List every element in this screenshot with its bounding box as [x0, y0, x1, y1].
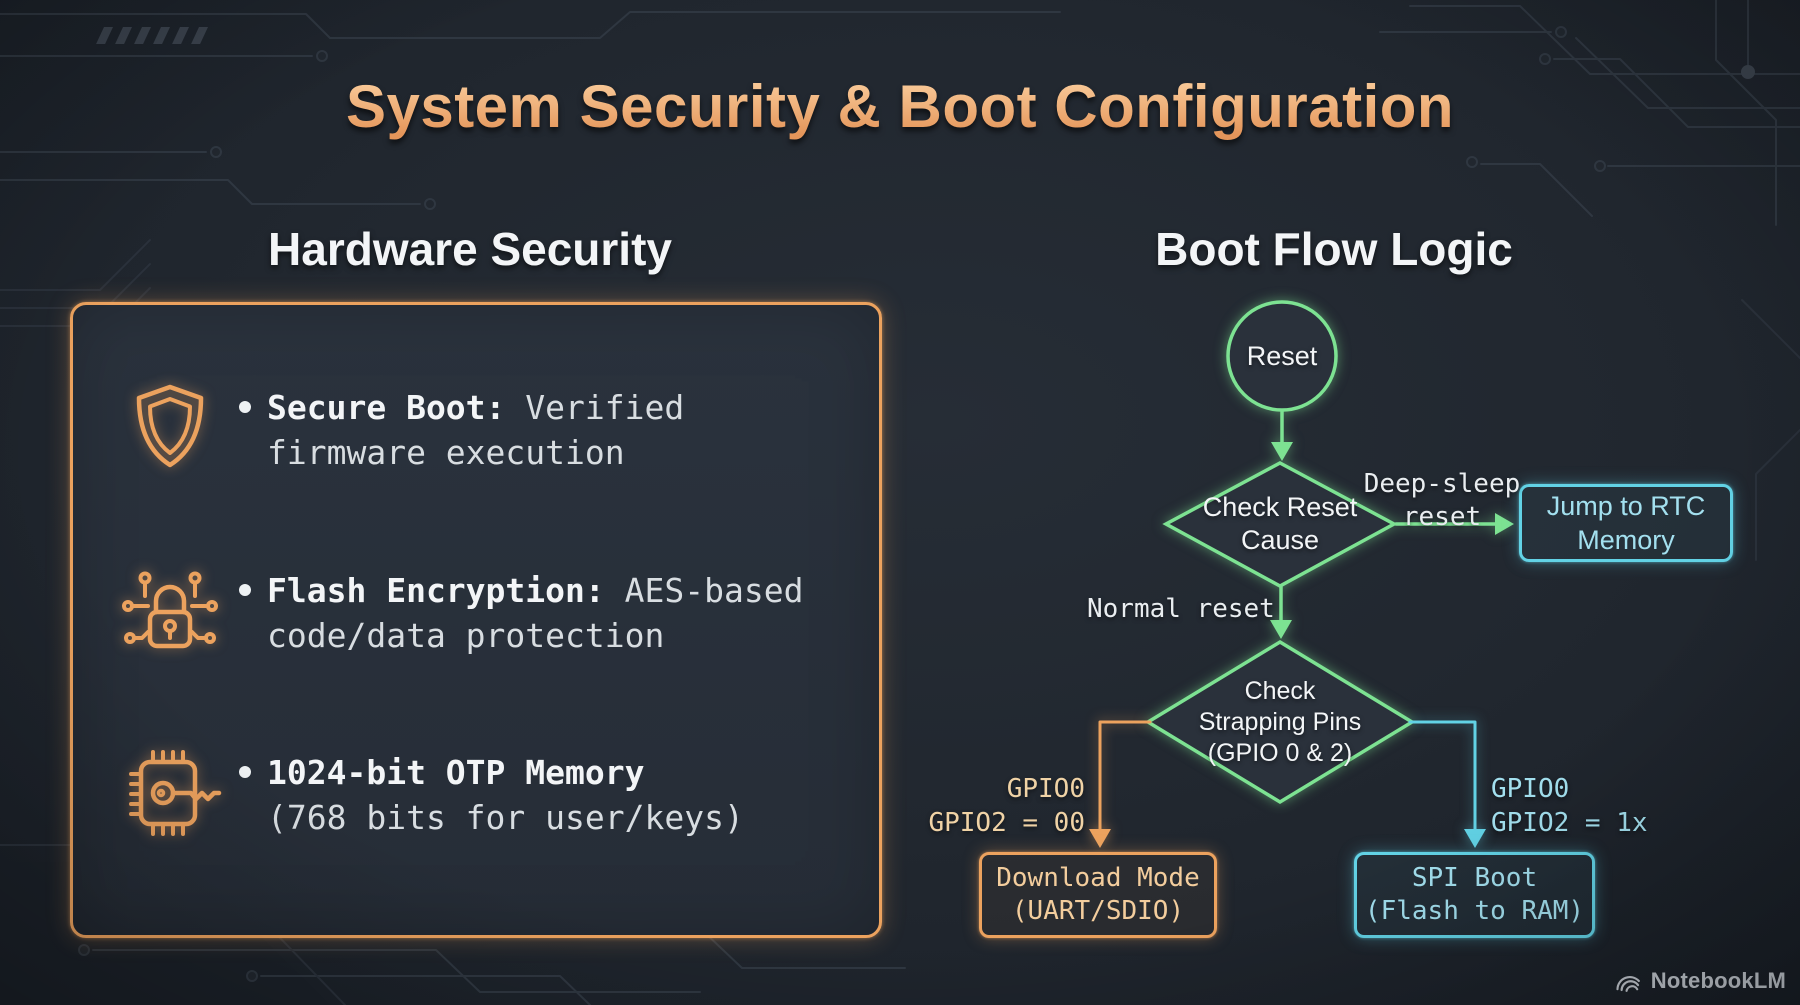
- hardware-security-heading: Hardware Security: [268, 223, 672, 275]
- arrow-down-icon: [1464, 829, 1486, 848]
- hazard-stripes: [96, 27, 208, 44]
- arrow-down-icon: [1271, 442, 1293, 461]
- check-strapping-node: [1144, 639, 1416, 805]
- watermark-text: NotebookLM: [1650, 968, 1786, 993]
- chip-key-icon: [129, 750, 222, 836]
- feature-text: Secure Boot: Verified firmware execution: [267, 388, 685, 472]
- bullet-dot: [239, 584, 251, 596]
- arrow-down-icon: [1089, 829, 1111, 848]
- feature-text: 1024-bit OTP Memory (768 bits for user/k…: [267, 753, 744, 837]
- check-strapping-label: Check Strapping Pins (GPIO 0 & 2): [1198, 677, 1362, 767]
- feature-text: Flash Encryption: AES-based code/data pr…: [267, 571, 804, 655]
- deep-sleep-label: Deep-sleep reset: [1363, 469, 1521, 532]
- jump-rtc-box: Jump to RTC Memory: [1519, 484, 1733, 562]
- normal-reset-label: Normal reset: [1087, 594, 1275, 624]
- hardware-security-panel: [70, 302, 882, 938]
- encrypted-lock-icon: [122, 571, 218, 649]
- bullet-dot: [239, 766, 251, 778]
- gpio-download-label: GPIO0 GPIO2 = 00: [928, 774, 1085, 838]
- spi-boot-box: SPI Boot (Flash to RAM): [1354, 852, 1595, 938]
- gpio-download-connector: [1098, 720, 1152, 832]
- page-title: System Security & Boot Configuration: [0, 72, 1800, 141]
- arrow-right-icon: [1495, 513, 1514, 535]
- download-mode-box: Download Mode (UART/SDIO): [979, 852, 1217, 938]
- shield-icon: [136, 384, 204, 468]
- check-reset-cause-label: Check Reset Cause: [1202, 492, 1358, 555]
- bullet-dot: [239, 401, 251, 413]
- arrow-down-icon: [1270, 620, 1292, 639]
- gpio-spi-label: GPIO0 GPIO2 = 1x: [1491, 774, 1648, 838]
- gpio-spi-connector: [1408, 720, 1477, 832]
- notebooklm-icon: [1616, 975, 1640, 992]
- reset-label: Reset: [1246, 341, 1318, 371]
- notebooklm-watermark: NotebookLM: [1615, 968, 1786, 994]
- boot-flow-heading: Boot Flow Logic: [1155, 223, 1513, 275]
